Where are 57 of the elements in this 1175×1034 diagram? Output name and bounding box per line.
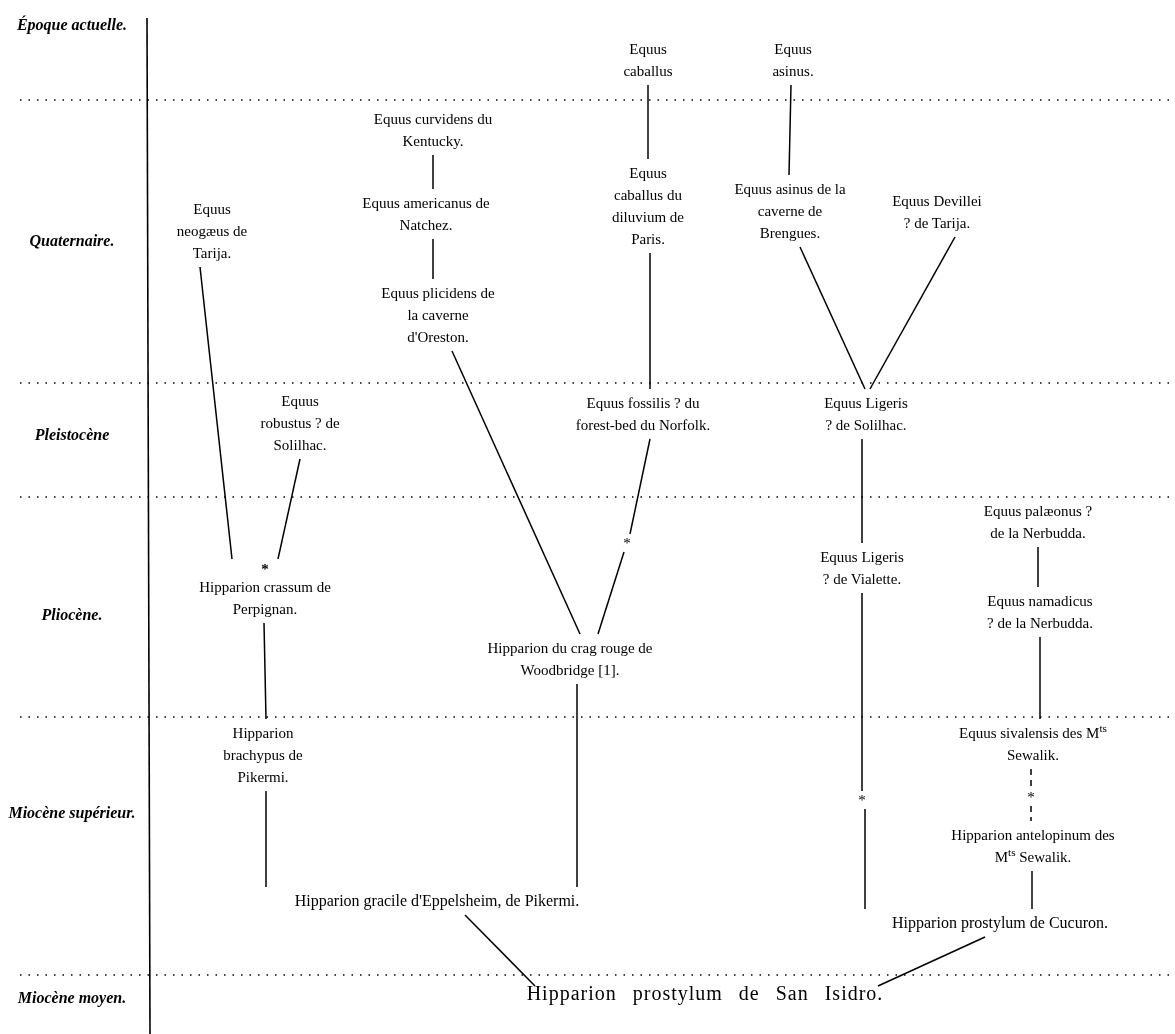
lineage-line — [277, 458, 301, 560]
species-label: Equus asinus. — [758, 38, 828, 82]
lineage-line — [432, 238, 434, 280]
lineage-line — [432, 154, 434, 190]
period-label: Quaternaire. — [28, 231, 116, 251]
species-label: Hipparion antelopinum des M$^{ts}$ Sewalik. — [945, 824, 1121, 868]
species-label: Hipparion prostylum de San Isidro. — [460, 982, 950, 1004]
lineage-line — [576, 683, 578, 888]
lineage-line — [788, 84, 792, 176]
species-label: Equus Ligeris ? de Solilhac. — [821, 392, 911, 436]
lineage-line — [861, 592, 863, 792]
lineage-line — [1039, 636, 1041, 720]
lineage-line — [1030, 805, 1032, 822]
lineage-line — [263, 622, 267, 720]
species-label: Equus caballus — [613, 38, 683, 82]
lineage-line — [451, 350, 581, 635]
lineage-line — [861, 438, 863, 544]
species-label: Equus plicidens de la caverne d'Oreston. — [375, 282, 501, 348]
lineage-line — [1037, 546, 1039, 588]
species-label: Equus robustus ? de Solilhac. — [255, 390, 345, 456]
lineage-line — [647, 84, 649, 160]
period-label: Miocène moyen. — [16, 988, 128, 1009]
species-label: Hipparion gracile d'Eppelsheim, de Pikermi. — [197, 890, 677, 912]
species-label: Equus Ligeris ? de Vialette. — [817, 546, 907, 590]
species-label: Hipparion brachypus de Pikermi. — [208, 722, 318, 788]
species-label: Equus neogæus de Tarija. — [172, 198, 252, 264]
lineage-line — [799, 246, 866, 390]
species-label: Equus curvidens du Kentucky. — [358, 108, 508, 152]
species-label: Equus palæonus ? de la Nerbudda. — [982, 500, 1094, 544]
lineage-line — [629, 438, 651, 535]
lineage-line — [199, 266, 233, 560]
species-label: Equus caballus du diluvium de Paris. — [608, 162, 688, 250]
species-label: Equus asinus de la caverne de Brengues. — [734, 178, 846, 244]
lineage-line — [597, 551, 625, 635]
period-label: Époque actuelle. — [15, 14, 129, 36]
lineage-line — [265, 790, 267, 888]
species-label: Equus Devillei ? de Tarija. — [892, 190, 982, 234]
lineage-line — [649, 252, 651, 390]
lineage-line — [1030, 768, 1032, 789]
asterisk-mark: * — [617, 537, 637, 549]
asterisk-mark: * — [1021, 791, 1041, 803]
species-label: Hipparion du crag rouge de Woodbridge [1]. — [455, 637, 685, 681]
period-label: Miocène supérieur. — [7, 803, 137, 824]
species-label: Hipparion prostylum de Cucuron. — [850, 912, 1150, 934]
lineage-line — [1031, 870, 1033, 910]
species-label: Equus fossilis ? du forest-bed du Norfolk. — [573, 392, 713, 436]
lineage-line — [864, 808, 866, 910]
species-label: * Hipparion crassum de Perpignan. — [182, 562, 348, 620]
asterisk-mark: * — [852, 794, 872, 806]
period-label: Pliocène. — [40, 605, 104, 625]
period-label: Pleistocène — [33, 425, 111, 445]
species-label: Equus sivalensis des M$^{ts}$ Sewalik. — [958, 722, 1108, 766]
lineage-line — [869, 236, 956, 390]
lineage-line — [877, 936, 986, 987]
species-label: Equus americanus de Natchez. — [351, 192, 501, 236]
species-label: Equus namadicus ? de la Nerbudda. — [984, 590, 1096, 634]
lineage-line — [464, 914, 536, 987]
